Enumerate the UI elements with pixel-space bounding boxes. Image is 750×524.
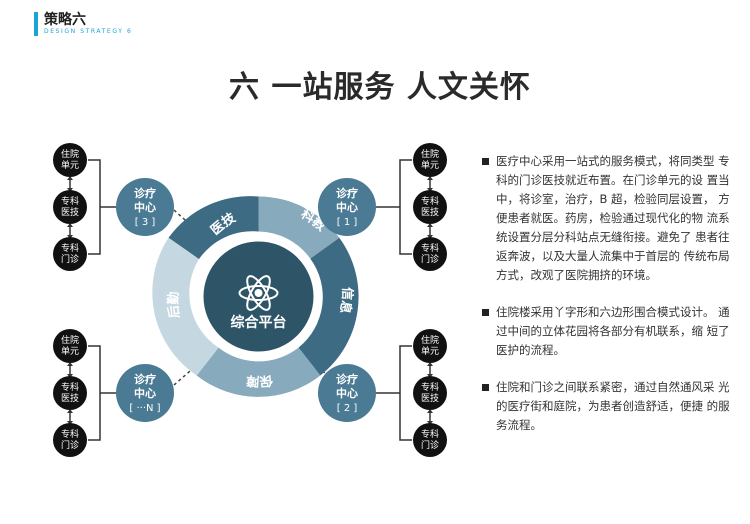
unit-specialty-tech [53, 190, 87, 224]
svg-text:[ ···N ]: [ ···N ] [129, 403, 160, 414]
atom-icon [238, 275, 279, 311]
svg-text:医技: 医技 [61, 392, 79, 404]
unit-specialty-tech [53, 376, 87, 410]
ring-segment-houqin [152, 237, 219, 376]
svg-text:专科: 专科 [61, 195, 79, 207]
bracket-left-top [88, 159, 101, 255]
svg-text:单元: 单元 [421, 159, 439, 171]
svg-text:诊疗: 诊疗 [336, 372, 358, 386]
unit-specialty-clinic [53, 423, 87, 457]
bracket-left-bottom [88, 345, 101, 441]
svg-text:中心: 中心 [336, 200, 358, 214]
ring-label-houqin: 后勤 [165, 291, 182, 319]
svg-text:门诊: 门诊 [61, 439, 79, 451]
svg-text:[ 1 ]: [ 1 ] [337, 217, 358, 228]
svg-text:门诊: 门诊 [61, 253, 79, 265]
svg-text:住院: 住院 [421, 148, 439, 160]
description-item: 住院楼采用丫字形和六边形围合模式设计。 通过中间的立体花园将各部分有机联系，缩 … [482, 303, 740, 360]
svg-text:住院: 住院 [61, 334, 79, 346]
svg-text:住院: 住院 [61, 148, 79, 160]
svg-text:单元: 单元 [421, 345, 439, 357]
unit-specialty-clinic [413, 237, 447, 271]
ring-segment-yiji [168, 196, 259, 260]
svg-text:专科: 专科 [421, 381, 439, 393]
ring-segment-xinxi [298, 237, 359, 376]
svg-text:住院: 住院 [421, 334, 439, 346]
svg-text:诊疗: 诊疗 [134, 372, 156, 386]
unit-group-left-bottom: 住院 单元 专科 医技 专科 门诊 [53, 329, 87, 457]
atom-nucleus [254, 289, 263, 297]
description-item: 住院和门诊之间联系紧密，通过自然通风采 光的医疗街和庭院，为患者创造舒适，便捷 … [482, 378, 740, 435]
svg-text:诊疗: 诊疗 [336, 186, 358, 200]
page-title: 六 一站服务 人文关怀 [229, 70, 531, 105]
svg-text:专科: 专科 [421, 195, 439, 207]
clinic-center-1: 诊疗 中心 [ 1 ] [318, 178, 376, 236]
service-ring [152, 196, 359, 397]
svg-text:医技: 医技 [421, 392, 439, 404]
svg-text:门诊: 门诊 [421, 439, 439, 451]
svg-text:专科: 专科 [61, 381, 79, 393]
unit-group-left-top: 住院 单元 专科 医技 专科 门诊 [53, 143, 87, 271]
header-accent-bar [34, 12, 38, 36]
svg-text:专科: 专科 [421, 428, 439, 440]
connector-n [173, 357, 206, 386]
description-list: 医疗中心采用一站式的服务模式，将同类型 专科的门诊医技就近布置。在门诊单元的设 … [482, 152, 740, 453]
description-item: 医疗中心采用一站式的服务模式，将同类型 专科的门诊医技就近布置。在门诊单元的设 … [482, 152, 740, 285]
svg-text:门诊: 门诊 [421, 253, 439, 265]
svg-text:中心: 中心 [134, 386, 156, 400]
svg-text:医技: 医技 [421, 206, 439, 218]
svg-text:中心: 中心 [134, 200, 156, 214]
section-subtitle: DESIGN STRATEGY 6 [44, 28, 133, 35]
bracket-right-top [399, 159, 412, 255]
unit-group-right-top: 住院 单元 专科 医技 专科 门诊 [413, 143, 447, 271]
unit-specialty-clinic [413, 423, 447, 457]
bracket-right-bottom [399, 345, 412, 441]
svg-text:专科: 专科 [421, 242, 439, 254]
unit-specialty-tech [413, 190, 447, 224]
clinic-center-3: 诊疗 中心 [ 3 ] [116, 178, 174, 236]
section-title: 策略六 [44, 12, 86, 28]
svg-text:医技: 医技 [61, 206, 79, 218]
unit-inpatient [413, 329, 447, 363]
svg-text:中心: 中心 [336, 386, 358, 400]
center-label: 综合平台 [231, 314, 287, 331]
svg-text:单元: 单元 [61, 345, 79, 357]
unit-inpatient [53, 329, 87, 363]
clinic-center-n: 诊疗 中心 [ ···N ] [116, 364, 174, 422]
ring-segment-baozhang [196, 347, 321, 397]
svg-text:[ 2 ]: [ 2 ] [337, 403, 358, 414]
ring-label-baozhang: 保障 [246, 372, 275, 389]
unit-inpatient [413, 143, 447, 177]
clinic-center-2: 诊疗 中心 [ 2 ] [318, 364, 376, 422]
ring-segment-kejiao [258, 196, 340, 259]
unit-group-right-bottom: 住院 单元 专科 医技 专科 门诊 [413, 329, 447, 457]
svg-text:[ 3 ]: [ 3 ] [135, 217, 156, 228]
unit-inpatient [53, 143, 87, 177]
unit-specialty-tech [413, 376, 447, 410]
svg-text:专科: 专科 [61, 242, 79, 254]
svg-text:诊疗: 诊疗 [134, 186, 156, 200]
svg-text:专科: 专科 [61, 428, 79, 440]
unit-specialty-clinic [53, 237, 87, 271]
svg-text:单元: 单元 [61, 159, 79, 171]
ring-label-xinxi: 信息 [336, 287, 355, 315]
